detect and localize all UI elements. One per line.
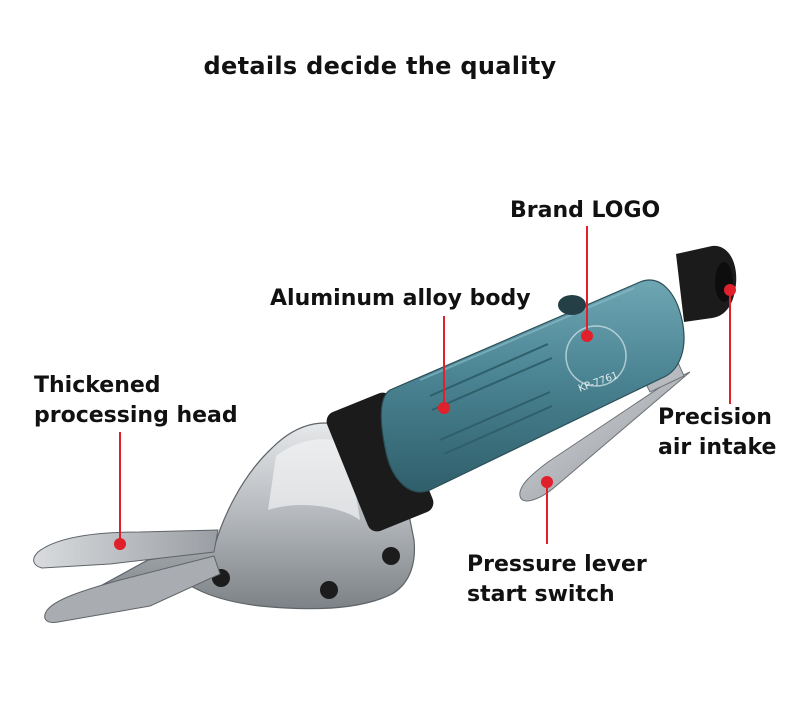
callout-processing-head-line1: Thickened <box>34 373 161 398</box>
callout-processing-head-line2: processing head <box>34 403 238 428</box>
callout-brand-logo: Brand LOGO <box>510 198 661 223</box>
callout-lever-switch-line2: start switch <box>467 582 615 607</box>
callout-air-intake-line1: Precision <box>658 405 772 430</box>
callout-markers <box>114 226 736 550</box>
cutting-blades <box>33 529 221 623</box>
callout-lever-switch-line1: Pressure lever <box>467 552 647 577</box>
headline: details decide the quality <box>203 52 557 80</box>
callout-air-intake: Precision air intake <box>658 403 776 463</box>
callout-processing-head: Thickened processing head <box>34 371 238 431</box>
callout-aluminum-body: Aluminum alloy body <box>270 286 531 311</box>
body-collar <box>326 392 434 532</box>
callout-air-intake-line2: air intake <box>658 435 777 460</box>
air-intake <box>676 245 737 322</box>
aluminum-body: KP-7761 <box>380 279 685 493</box>
brand-logo-emblem <box>565 325 627 387</box>
callout-lever-switch: Pressure lever start switch <box>467 550 647 610</box>
cutter-head <box>59 422 416 610</box>
